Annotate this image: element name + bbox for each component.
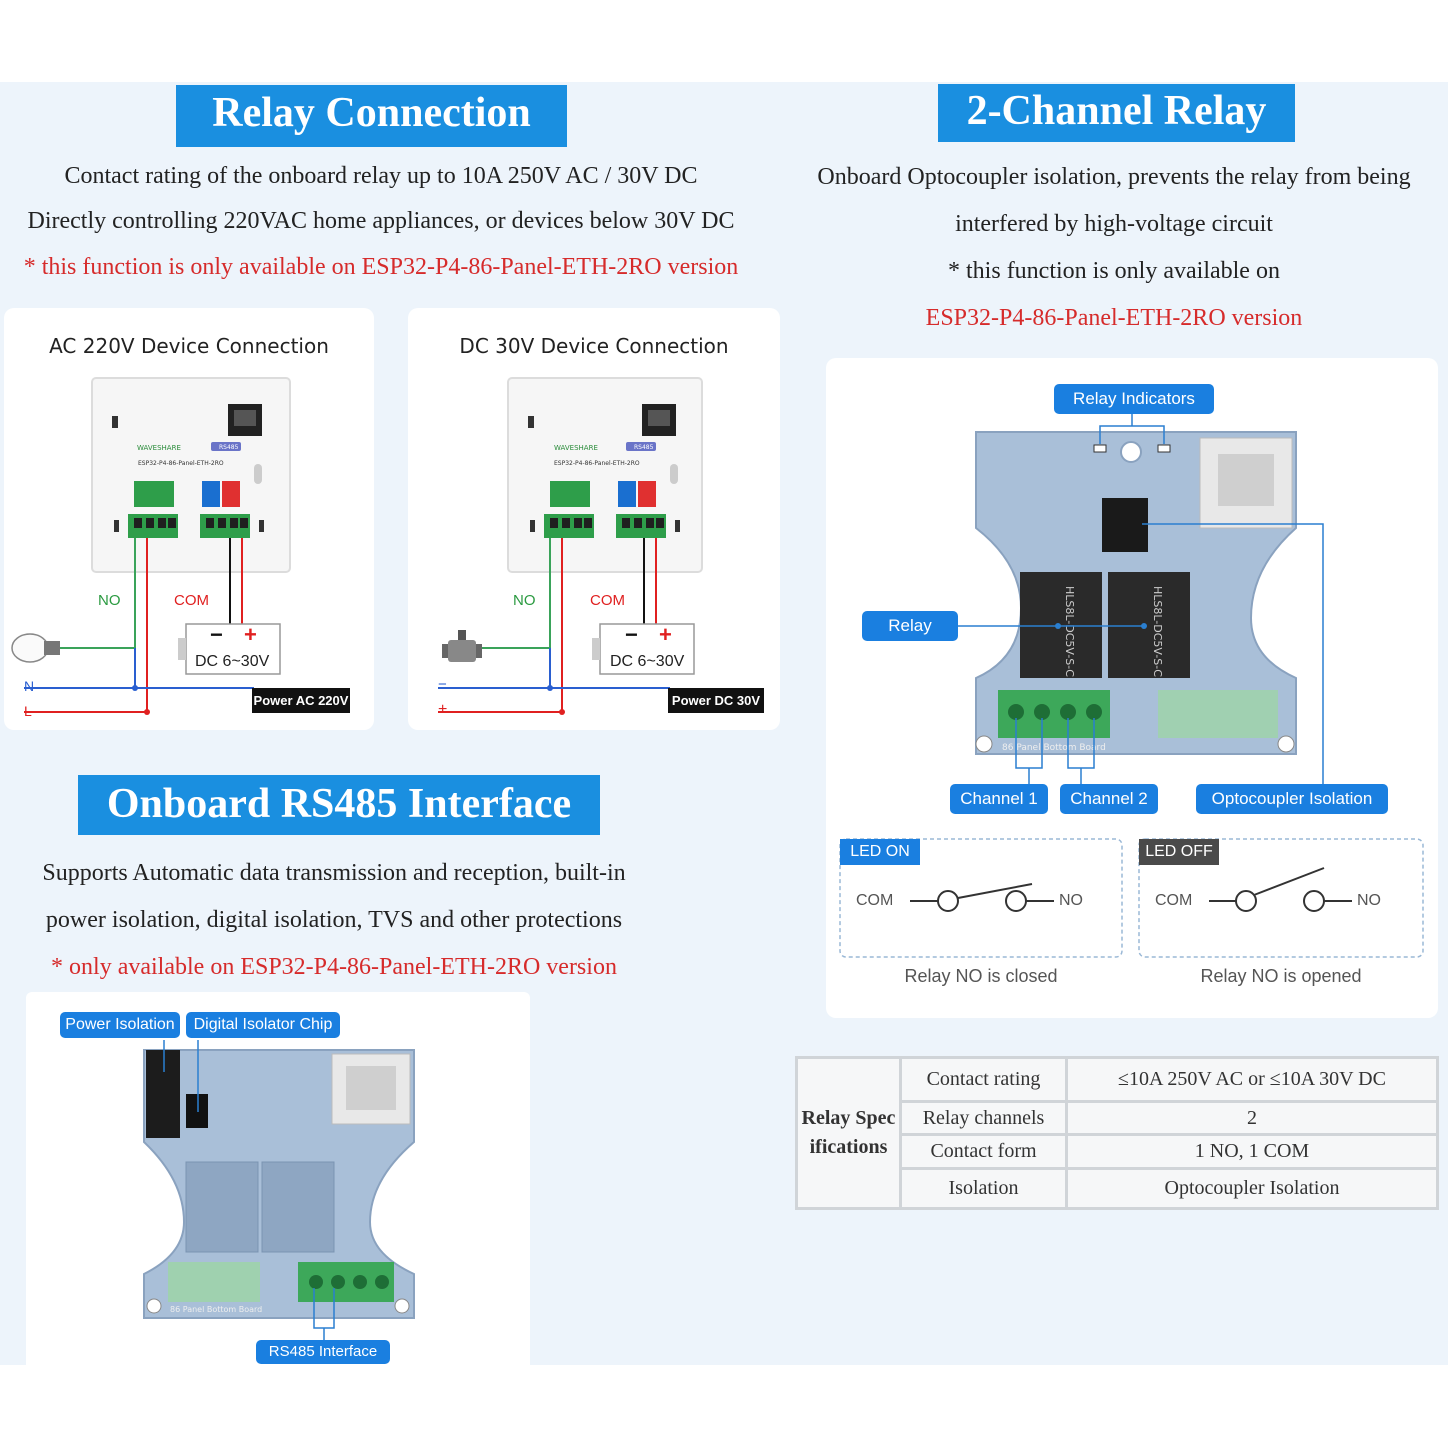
spec-label-isolation: Isolation [899,1167,1068,1210]
relay-connection-line1: Contact rating of the onboard relay up t… [64,163,698,189]
rs485-board-card: 86 Panel Bottom Board Power Isolation Di… [26,992,530,1365]
dc-device-card: DC 30V Device Connection WAVESHARE RS485… [408,308,780,730]
ac-n-label: N [24,678,35,694]
two-channel-title: 2-Channel Relay [938,84,1295,142]
ac-brand-text: WAVESHARE [137,444,181,452]
ac-power-label: Power AC 220V [252,688,350,713]
spec-value-relay-channels: 2 [1065,1100,1439,1136]
relay-connection-note: * this function is only available on ESP… [23,254,739,280]
dc-psu-minus: − [625,622,638,647]
two-channel-line4: ESP32-P4-86-Panel-ETH-2RO version [925,305,1303,331]
dc-rs485-text: RS485 [634,444,654,451]
relay-connection-title: Relay Connection [176,85,567,147]
channel2-tag: Channel 2 [1060,784,1158,814]
relay-spec-table: Relay Specifications Contact rating ≤10A… [795,1056,1439,1210]
ac-device-card: AC 220V Device Connection WAVESHARE RS48… [4,308,374,730]
dc-model-text: ESP32-P4-86-Panel-ETH-2RO [554,460,640,467]
dc-plus-rail-label: + [438,701,448,718]
dc-psu-plus: + [659,622,672,647]
led-on-caption: Relay NO is closed [904,966,1058,986]
ac-l-label: L [24,703,32,719]
spec-label-contact-form: Contact form [899,1133,1068,1170]
dc-minus-rail-label: − [438,676,447,693]
ac-rs485-text: RS485 [219,444,239,451]
two-channel-line2: interfered by high-voltage circuit [955,211,1273,237]
led-on-no: NO [1059,892,1083,909]
led-off-com: COM [1155,892,1193,909]
rs485-line2: power isolation, digital isolation, TVS … [45,907,623,933]
power-isolation-tag: Power Isolation [60,1012,180,1038]
spec-value-contact-rating: ≤10A 250V AC or ≤10A 30V DC [1065,1056,1439,1103]
led-on-com: COM [856,892,894,909]
optocoupler-tag: Optocoupler Isolation [1196,784,1388,814]
ac-card-title: AC 220V Device Connection [49,334,329,358]
relay-connection-line2: Directly controlling 220VAC home applian… [27,208,735,234]
spec-table-header: Relay Specifications [795,1056,902,1210]
rs485-interface-tag: RS485 Interface [256,1340,390,1364]
digital-isolator-tag: Digital Isolator Chip [186,1012,340,1038]
relay-board-card: HLS8L-DC5V-S-C HLS8L-DC5V-S-C 86 Panel B… [826,358,1438,1018]
ac-no-label: NO [98,592,121,609]
relay-board-diagram: HLS8L-DC5V-S-C HLS8L-DC5V-S-C 86 Panel B… [839,414,1424,958]
relay-indicators-tag: Relay Indicators [1054,384,1214,414]
led-on-badge: LED ON [840,839,920,865]
led-off-no: NO [1357,892,1381,909]
dc-wiring-diagram: WAVESHARE RS485 ESP32-P4-86-Panel-ETH-2R… [438,377,703,715]
spec-label-contact-rating: Contact rating [899,1056,1068,1103]
two-channel-line1: Onboard Optocoupler isolation, prevents … [817,164,1411,190]
led-off-caption: Relay NO is opened [1200,966,1362,986]
ac-com-label: COM [174,592,209,609]
relay-tag: Relay [862,611,958,641]
spec-value-contact-form: 1 NO, 1 COM [1065,1133,1439,1170]
channel1-tag: Channel 1 [950,784,1048,814]
rs485-board-label: 86 Panel Bottom Board [170,1305,262,1314]
dc-com-label: COM [590,592,625,609]
rs485-note: * only available on ESP32-P4-86-Panel-ET… [51,954,617,980]
ac-psu-label: DC 6~30V [195,653,270,670]
dc-no-label: NO [513,592,536,609]
spec-label-relay-channels: Relay channels [899,1100,1068,1136]
rs485-line1: Supports Automatic data transmission and… [42,860,626,886]
dc-card-title: DC 30V Device Connection [459,334,729,358]
relay2-part-text: HLS8L-DC5V-S-C [1151,586,1164,677]
dc-psu-label: DC 6~30V [610,653,685,670]
dc-brand-text: WAVESHARE [554,444,598,452]
ac-wiring-diagram: WAVESHARE RS485 ESP32-P4-86-Panel-ETH-2R… [11,377,291,715]
two-channel-line3: * this function is only available on [948,258,1280,284]
spec-value-isolation: Optocoupler Isolation [1065,1167,1439,1210]
rs485-title: Onboard RS485 Interface [78,775,600,835]
ac-psu-plus: + [244,622,257,647]
relay-board-label: 86 Panel Bottom Board [1002,743,1106,753]
dc-power-label: Power DC 30V [668,688,764,713]
led-off-badge: LED OFF [1139,839,1219,865]
relay1-part-text: HLS8L-DC5V-S-C [1063,586,1076,677]
ac-psu-minus: − [210,622,223,647]
rs485-board-diagram: 86 Panel Bottom Board [143,1040,415,1342]
ac-model-text: ESP32-P4-86-Panel-ETH-2RO [138,460,224,467]
